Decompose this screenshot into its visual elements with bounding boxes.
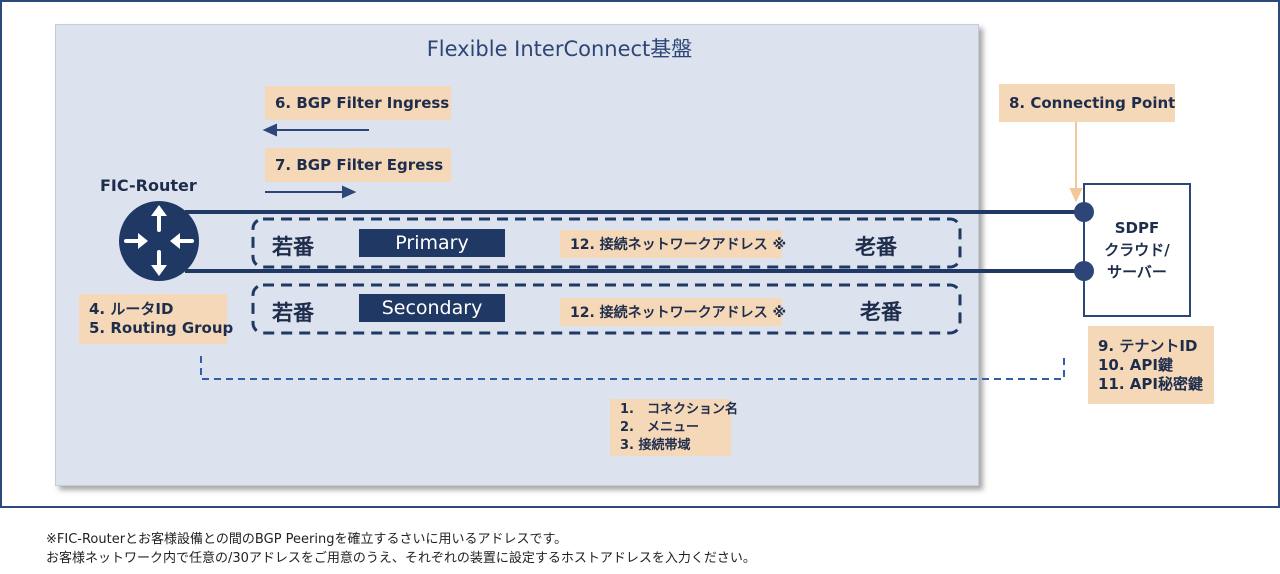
primary-label: Primary <box>359 229 505 257</box>
sdpf-line-2: クラウド/ <box>1104 241 1170 259</box>
tenant-id-label: 9. テナントID <box>1098 336 1198 355</box>
connecting-point-tag: 8. Connecting Point <box>999 84 1175 122</box>
secondary-high-number-label: 老番 <box>860 300 902 324</box>
secondary-endpoint <box>1074 261 1094 281</box>
connection-info-tag: 1. コネクション名 2. メニュー 3. 接続帯域 <box>610 399 738 456</box>
egress-arrow <box>265 185 357 199</box>
footnote-line-2: お客様ネットワーク内で任意の/30アドレスをご用意のうえ、それぞれの装置に設定す… <box>46 551 756 566</box>
primary-address-tag: 12. 接続ネットワークアドレス ※ <box>560 230 786 258</box>
api-key-label: 10. API鍵 <box>1098 355 1173 374</box>
sdpf-line-1: SDPF <box>1114 219 1160 237</box>
bgp-filter-egress-tag: 7. BGP Filter Egress <box>265 148 451 182</box>
router-icon <box>119 201 199 281</box>
router-info-tag: 4. ルータID 5. Routing Group <box>79 294 233 344</box>
fic-platform-title: Flexible InterConnect基盤 <box>426 37 693 61</box>
secondary-label: Secondary <box>359 294 505 322</box>
secondary-address-tag: 12. 接続ネットワークアドレス ※ <box>560 298 786 326</box>
api-secret-key-label: 11. API秘密鍵 <box>1098 374 1203 393</box>
fic-router-label: FIC-Router <box>100 176 197 195</box>
routing-group-label: 5. Routing Group <box>89 319 234 337</box>
fic-platform-panel: Flexible InterConnect基盤 <box>55 24 979 486</box>
logical-dashed-connector <box>200 356 1065 380</box>
sdpf-box <box>1083 183 1191 317</box>
ingress-arrow <box>262 123 369 137</box>
primary-dashed-box <box>251 217 962 269</box>
footnote-line-1: ※FIC-Routerとお客様設備との間のBGP Peeringを確立するさいに… <box>46 532 568 547</box>
secondary-low-number-label: 若番 <box>272 301 314 325</box>
primary-low-number-label: 若番 <box>272 235 314 259</box>
primary-high-number-label: 老番 <box>855 235 897 259</box>
router-id-label: 4. ルータID <box>89 300 174 318</box>
connection-name-label: 1. コネクション名 <box>620 401 738 417</box>
connecting-point-arrow <box>1069 122 1083 203</box>
bandwidth-label: 3. 接続帯域 <box>620 437 691 453</box>
menu-label: 2. メニュー <box>620 419 699 435</box>
tenant-info-tag: 9. テナントID 10. API鍵 11. API秘密鍵 <box>1088 326 1214 404</box>
sdpf-label: SDPF クラウド/ サーバー <box>1083 217 1191 283</box>
primary-endpoint <box>1074 202 1094 222</box>
bgp-filter-ingress-tag: 6. BGP Filter Ingress <box>265 86 451 120</box>
sdpf-line-3: サーバー <box>1107 263 1167 281</box>
secondary-dashed-box <box>251 283 962 335</box>
